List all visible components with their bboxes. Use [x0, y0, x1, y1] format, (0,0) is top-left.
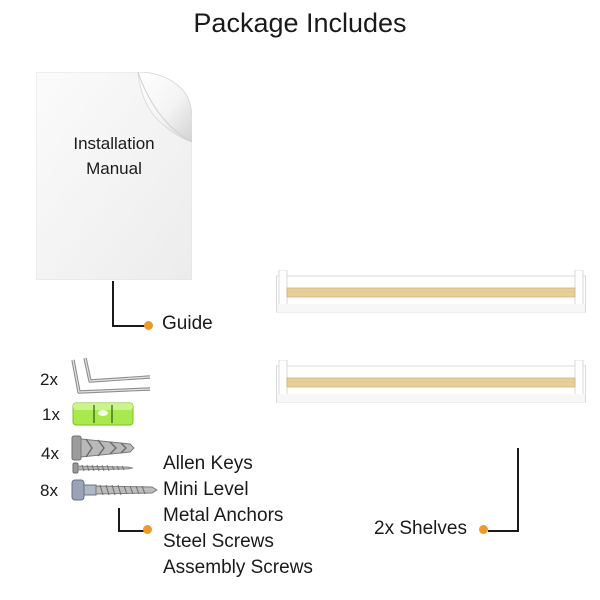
- guide-label: Guide: [162, 313, 213, 334]
- mini-level-quantity: 1x: [42, 405, 60, 424]
- shelves-bullet-dot: [479, 525, 488, 534]
- assembly-screws-label: Assembly Screws: [163, 557, 313, 578]
- page-title: Package Includes: [193, 8, 407, 38]
- installation-manual-image: [36, 72, 192, 280]
- hardware-bullet-dot: [143, 525, 152, 534]
- guide-bullet-dot: [144, 321, 153, 330]
- manual-title-line2: Manual: [86, 159, 142, 178]
- hardware-labels-list: Allen Keys Mini Level Metal Anchors Stee…: [163, 451, 313, 581]
- shelves-label: 2x Shelves: [374, 518, 467, 539]
- shelf-image-top: [276, 270, 586, 313]
- allen-keys-quantity: 2x: [40, 370, 58, 389]
- shelf-image-bottom: [276, 360, 586, 403]
- metal-anchor-image: [71, 435, 135, 461]
- metal-anchors-quantity: 4x: [41, 444, 59, 463]
- allen-keys-image: [71, 357, 151, 394]
- steel-screw-image: [72, 462, 134, 474]
- shelves-leader-line: [488, 448, 519, 532]
- manual-title-line1: Installation: [73, 134, 155, 153]
- assembly-screw-image: [71, 479, 158, 501]
- guide-leader-line: [112, 281, 150, 327]
- hardware-leader-line: [118, 508, 146, 532]
- allen-keys-label: Allen Keys: [163, 453, 253, 474]
- metal-anchors-label: Metal Anchors: [163, 505, 284, 526]
- mini-level-image: [72, 402, 134, 426]
- steel-screws-label: Steel Screws: [163, 531, 274, 552]
- mini-level-label: Mini Level: [163, 479, 249, 500]
- manual-cover-text: Installation Manual: [36, 131, 192, 181]
- screws-quantity: 8x: [40, 481, 58, 500]
